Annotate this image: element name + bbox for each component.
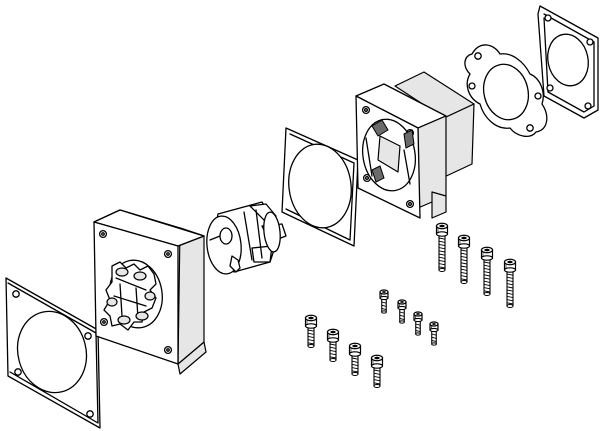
jaw-coupling xyxy=(206,201,287,275)
mini-screw xyxy=(379,289,389,314)
coupling-spider-insert xyxy=(103,261,157,331)
bayonet-seal xyxy=(464,44,548,138)
long-screw xyxy=(503,258,517,308)
square-gasket xyxy=(281,127,359,247)
socket-head-screws-mini xyxy=(379,289,439,346)
mini-screw xyxy=(413,311,423,336)
socket-head-screws-short xyxy=(304,314,384,388)
mini-screw xyxy=(429,321,439,346)
mini-screw xyxy=(397,299,407,324)
flange-gasket-small xyxy=(537,5,599,119)
long-screw xyxy=(457,234,471,284)
socket-head-screws-long xyxy=(435,222,517,308)
long-screw xyxy=(480,246,494,296)
short-screw xyxy=(326,328,340,362)
mounting-seal-large xyxy=(5,277,101,429)
coupling-housing xyxy=(355,71,475,219)
short-screw xyxy=(370,354,384,388)
long-screw xyxy=(435,222,449,272)
short-screw xyxy=(304,314,318,348)
short-screw xyxy=(348,342,362,376)
